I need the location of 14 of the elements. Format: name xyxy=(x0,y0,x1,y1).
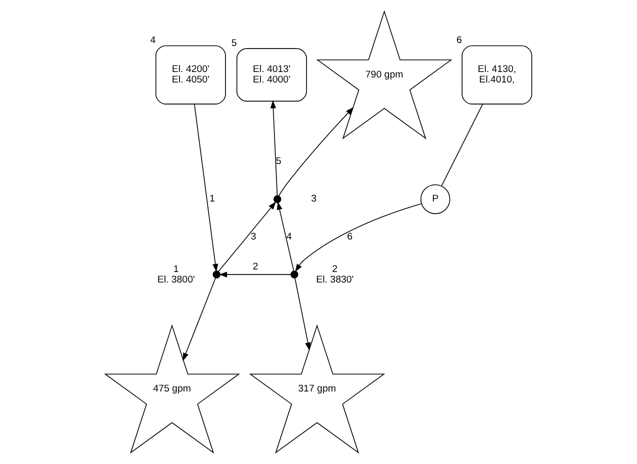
node-label: 1 xyxy=(173,264,179,275)
edge-label: 2 xyxy=(252,261,258,272)
edge-label: 6 xyxy=(347,231,353,242)
edge-label: 1 xyxy=(209,194,215,205)
node-label: 5 xyxy=(231,38,237,49)
edge-label: 5 xyxy=(276,156,282,168)
edge-label: 3 xyxy=(250,231,256,242)
node-label: El. 3830' xyxy=(316,274,354,286)
node-label: 4 xyxy=(150,34,156,46)
node-label: 2 xyxy=(332,264,338,275)
edge-label: 4 xyxy=(286,231,292,242)
node-label: 6 xyxy=(456,34,462,46)
node-label: 3 xyxy=(311,194,317,205)
node-label: El. 3800' xyxy=(157,274,195,286)
